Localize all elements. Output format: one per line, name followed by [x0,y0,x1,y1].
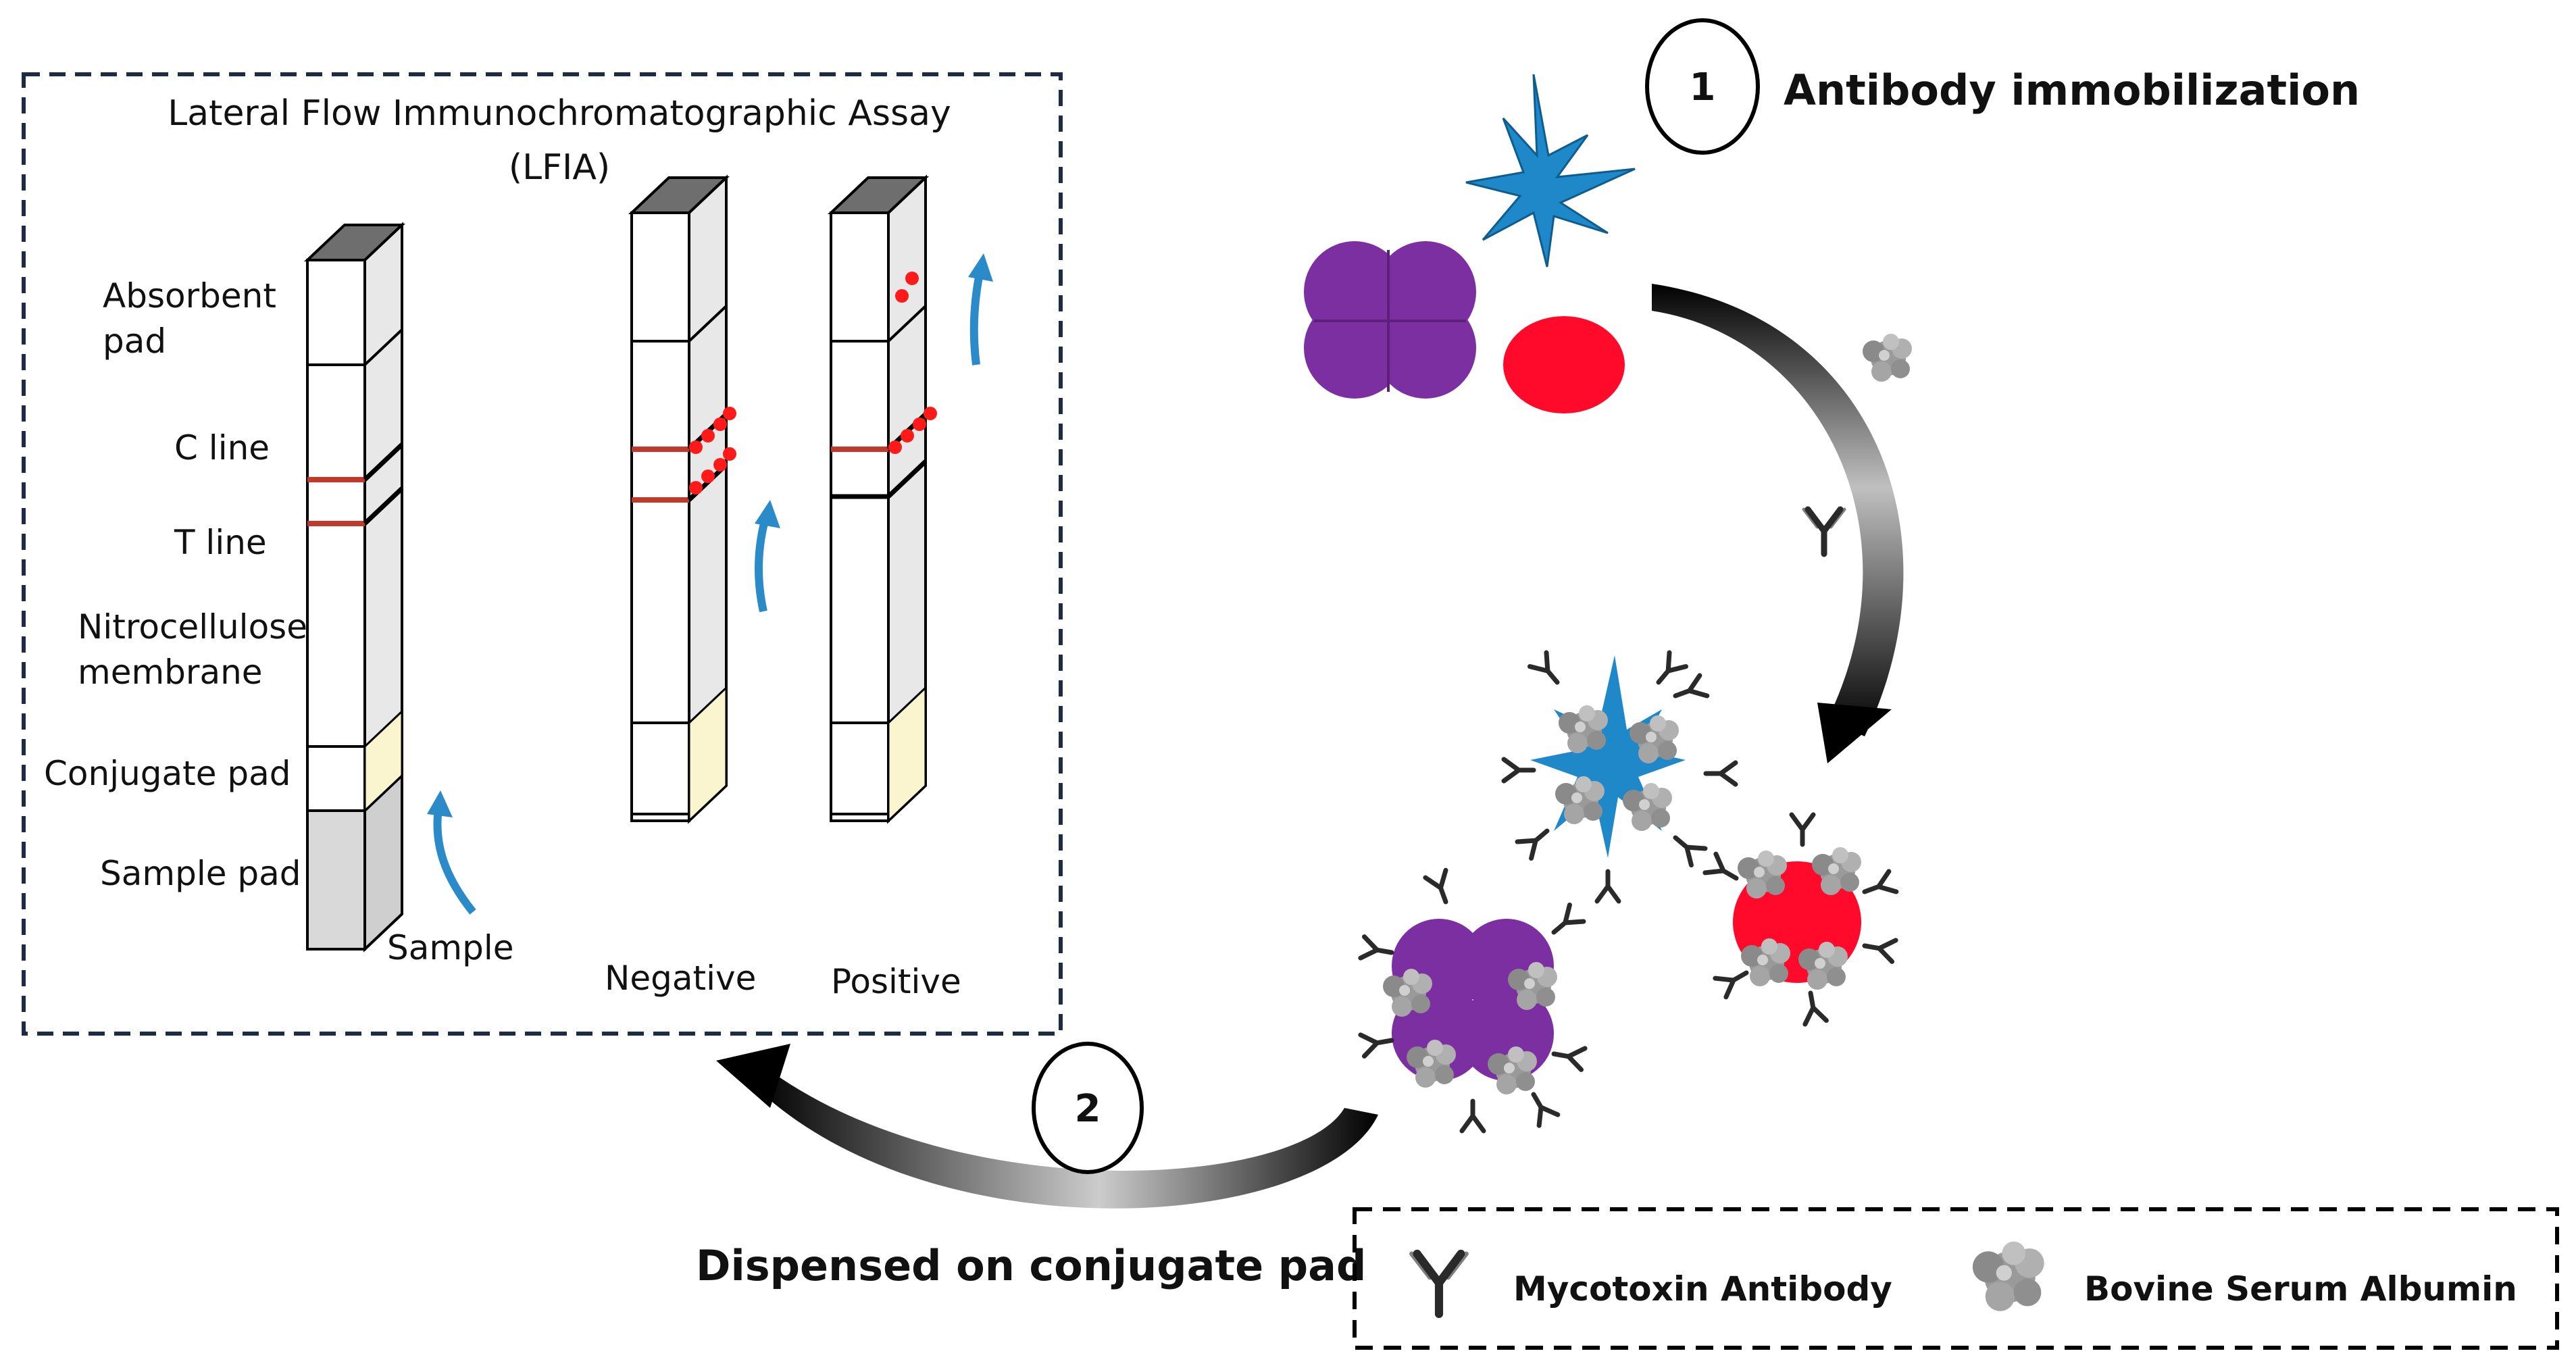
label-absorbent-pad: Absorbent [103,276,276,315]
blue-star-particle [1465,74,1636,268]
label-t-line: T line [174,523,267,562]
label-conjugate-pad: Conjugate pad [44,754,291,793]
label-c-line: C line [174,428,270,467]
step2-label: Dispensed on conjugate pad [696,1241,1366,1290]
purple-particle [1304,241,1476,399]
conjugated-blue-star [1504,653,1736,901]
conjugated-purple-particle [1361,870,1585,1131]
label-sample-pad: Sample pad [100,854,301,893]
label-absorbent-pad-2: pad [103,322,166,361]
lfia-frame [22,72,1063,1036]
strip-reference [303,222,406,953]
label-sample: Sample [387,928,513,967]
label-positive: Positive [831,962,961,1001]
step1-badge [1645,18,1760,155]
flow-arrow-icon [433,803,476,915]
label-membrane: Nitrocellulose [78,607,307,647]
flow-arrow-icon [969,265,985,365]
legend-bsa-label: Bovine Serum Albumin [2084,1269,2517,1309]
process-arrow-2 [757,1061,1378,1209]
step1-number: 1 [1690,66,1716,109]
legend-box [1353,1207,2559,1350]
step2-badge [1032,1042,1144,1174]
bsa-icon [1972,1241,2044,1311]
lfia-title-line1: Lateral Flow Immunochromatographic Assay [168,93,951,134]
conjugated-red-particle [1705,815,1896,1024]
antibody-icon [1412,1254,1467,1314]
red-particle [1503,316,1625,413]
strip-negative [628,174,736,824]
label-membrane-2: membrane [78,653,263,692]
label-negative: Negative [605,959,756,998]
strip-positive [827,174,937,824]
step2-number: 2 [1075,1087,1101,1131]
lfia-title-line2: (LFIA) [509,147,610,188]
antibody-icon [1804,509,1844,554]
legend-antibody-label: Mycotoxin Antibody [1513,1269,1892,1309]
flow-arrow-icon [755,512,771,613]
process-arrow-1 [1652,284,1904,736]
step1-label: Antibody immobilization [1784,66,2360,115]
bsa-icon [1863,334,1912,382]
